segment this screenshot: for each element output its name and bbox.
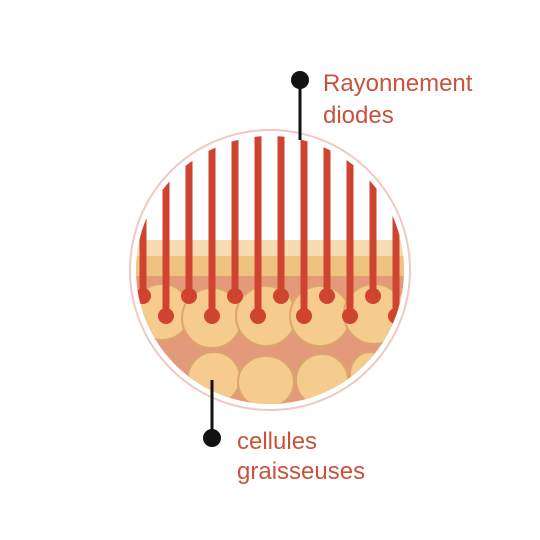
label-graisseuses: graisseuses — [237, 458, 365, 485]
diode-beam-tip — [296, 308, 312, 324]
diode-beam — [277, 136, 285, 296]
diode-beam — [323, 136, 331, 296]
diode-beam-tip — [204, 308, 220, 324]
diode-beam — [162, 136, 170, 316]
label-cellules: cellules — [237, 428, 317, 455]
skin-layer-top — [136, 240, 404, 256]
diode-beam — [231, 136, 239, 296]
diode-beam — [185, 136, 193, 296]
callout-dot-diodes — [291, 71, 309, 89]
diode-beam-tip — [365, 288, 381, 304]
diode-beam-tip — [273, 288, 289, 304]
diode-beam-tip — [319, 288, 335, 304]
tissue-cross-section — [136, 136, 404, 404]
diode-beam — [369, 136, 377, 296]
diode-beam-tip — [227, 288, 243, 304]
skin-layer-middle — [136, 256, 404, 276]
diode-beam-tip — [158, 308, 174, 324]
diode-beam-tip — [181, 288, 197, 304]
diode-beam-tip — [342, 308, 358, 324]
diode-beam — [392, 136, 400, 316]
callout-dot-fat-cells — [203, 429, 221, 447]
diode-beam — [208, 136, 216, 316]
label-rayonnement: Rayonnement — [323, 70, 473, 97]
diode-beam — [300, 136, 308, 316]
diode-beam — [346, 136, 354, 316]
diode-beam — [254, 136, 262, 316]
diode-beam-tip — [250, 308, 266, 324]
label-diodes: diodes — [323, 102, 394, 129]
fat-cell — [237, 355, 295, 404]
diode-beams — [136, 136, 404, 324]
